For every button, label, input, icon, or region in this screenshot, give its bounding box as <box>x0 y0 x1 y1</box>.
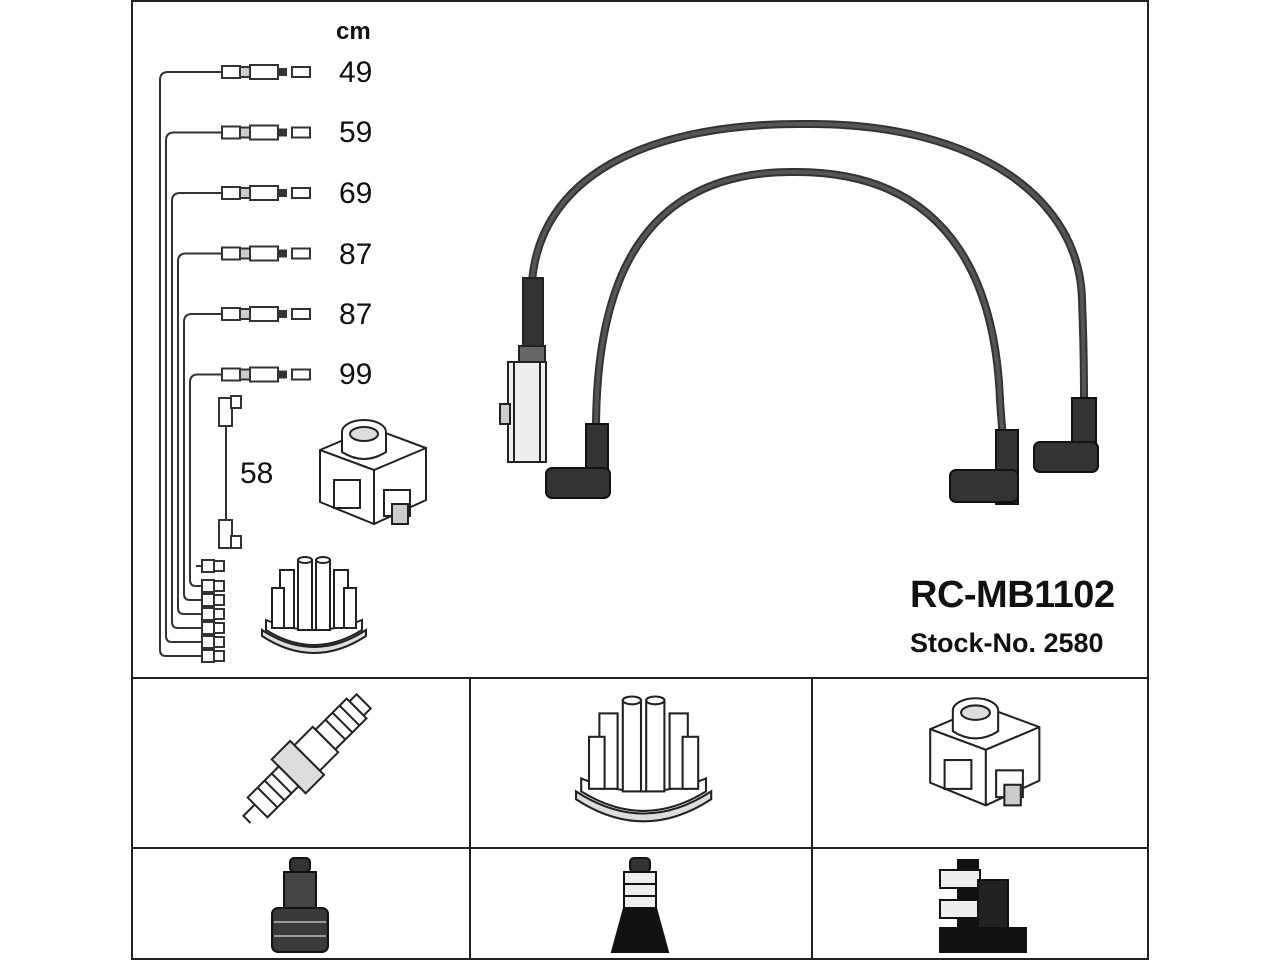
wire-bottom-connector <box>201 607 225 621</box>
distributor-cap-icon-large <box>574 695 713 823</box>
wire-length-3: 69 <box>339 177 373 210</box>
wire-bottom-connector <box>201 621 225 635</box>
coil-lead <box>218 395 242 549</box>
wire-top-connector <box>221 124 311 141</box>
angled-spark-boot-middle <box>949 429 1019 505</box>
wire-bottom-connector <box>201 593 225 607</box>
wire-top-connector <box>221 64 311 80</box>
wire-top-connector <box>221 245 311 262</box>
wire-bottom-connector <box>201 649 225 663</box>
ignition-wire-set <box>159 64 311 663</box>
ignition-wire <box>189 373 222 587</box>
wire-top-connector <box>221 306 311 322</box>
wire-length-2: 59 <box>339 116 373 149</box>
angled-coil-boot-right <box>1033 397 1099 473</box>
wire-length-1: 49 <box>339 56 373 89</box>
coil-terminal-icon <box>939 859 1027 953</box>
wire-bottom-connector <box>201 635 225 649</box>
spark-plug-icon <box>242 692 373 824</box>
part-number: RC-MB1102 <box>910 574 1115 616</box>
diagram-frame <box>131 0 1149 960</box>
wire-length-6: 99 <box>339 358 373 391</box>
wire-bottom-connector <box>201 559 225 573</box>
spark-plug-terminal-icon <box>271 857 329 953</box>
ignition-coil-icon-large <box>929 697 1041 807</box>
stock-number: Stock-No. 2580 <box>910 628 1104 658</box>
ignition-coil-icon <box>319 419 427 526</box>
wire-top-connector <box>221 366 311 383</box>
angled-spark-boot-left <box>545 423 611 499</box>
wire-bottom-connector <box>201 579 225 593</box>
coil-lead-length: 58 <box>240 457 274 490</box>
straight-spark-boot <box>499 277 547 463</box>
ignition-wire <box>165 131 222 643</box>
ignition-wire <box>177 252 222 615</box>
ignition-wire <box>183 313 222 601</box>
wire-length-4: 87 <box>339 238 373 271</box>
ignition-wire <box>171 192 222 629</box>
spark-plug-terminal-boot-icon <box>610 857 670 953</box>
length-unit-label: cm <box>336 18 371 45</box>
ignition-cable-pair <box>528 119 1088 464</box>
ignition-wire <box>159 71 222 657</box>
distributor-cap-icon <box>261 556 367 654</box>
wire-length-5: 87 <box>339 298 373 331</box>
wire-top-connector <box>221 185 311 201</box>
